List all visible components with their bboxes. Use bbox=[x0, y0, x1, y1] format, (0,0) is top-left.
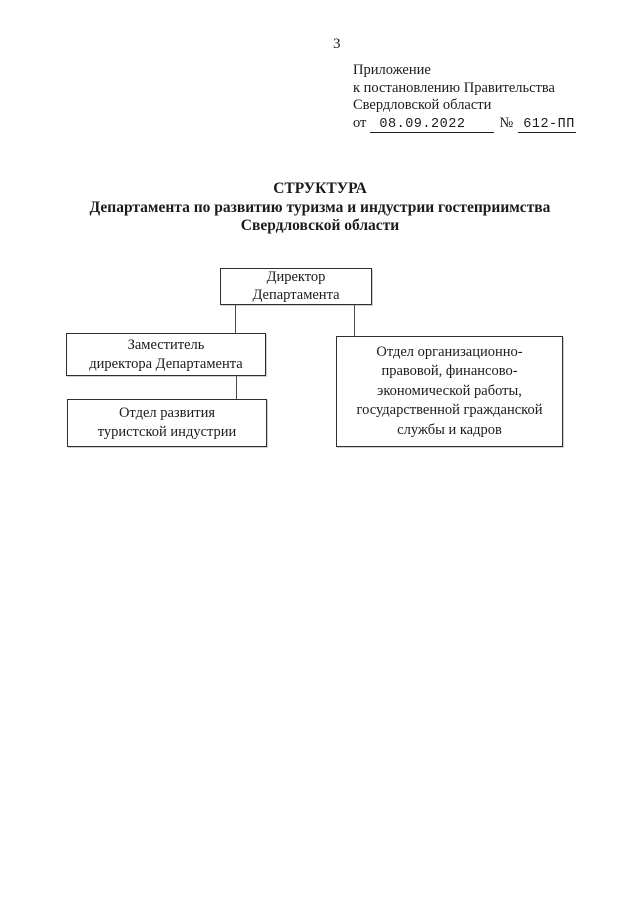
org-node-line: правовой, финансово- bbox=[381, 363, 518, 380]
org-node-director: Директор Департамента bbox=[220, 268, 372, 305]
org-node-line: Директор bbox=[266, 269, 326, 285]
org-node-tourism-industry-dept: Отдел развития туристской индустрии bbox=[67, 399, 267, 447]
org-node-line: директора Департамента bbox=[89, 355, 243, 372]
decree-number: 612-ПП bbox=[518, 117, 577, 133]
connector-director-to-org-dept bbox=[354, 305, 355, 336]
connector-deputy-to-tourism-dept bbox=[236, 376, 237, 399]
org-node-line: экономической работы, bbox=[377, 382, 522, 399]
org-node-line: туристской индустрии bbox=[97, 424, 237, 440]
org-node-line: Отдел организационно- bbox=[376, 343, 523, 360]
page-number: 3 bbox=[333, 36, 341, 52]
document-title: СТРУКТУРА Департамента по развитию туриз… bbox=[0, 180, 640, 236]
appendix-reference-block: Приложение к постановлению Правительства… bbox=[353, 62, 613, 133]
org-node-deputy-director: Заместитель директора Департамента bbox=[66, 333, 266, 376]
org-node-line: Отдел развития bbox=[118, 405, 216, 421]
org-node-line: службы и кадров bbox=[397, 421, 502, 438]
ref-prefix: от bbox=[353, 114, 367, 131]
org-chart: Директор Департамента Заместитель директ… bbox=[66, 268, 563, 447]
appendix-line: Приложение bbox=[353, 62, 431, 78]
org-node-line: государственной гражданской bbox=[356, 402, 543, 419]
title-line: Департамента по развитию туризма и индус… bbox=[89, 198, 551, 216]
org-node-line: Департамента bbox=[252, 286, 340, 303]
org-node-line: Заместитель bbox=[127, 336, 205, 353]
number-sign: № bbox=[499, 114, 514, 131]
connector-director-to-deputy bbox=[235, 305, 236, 333]
title-line: СТРУКТУРА bbox=[273, 180, 367, 197]
title-line: Свердловской области bbox=[240, 217, 400, 234]
appendix-line: Свердловской области bbox=[353, 97, 492, 113]
appendix-line: к постановлению Правительства bbox=[353, 79, 555, 96]
org-node-org-legal-finance-dept: Отдел организационно- правовой, финансов… bbox=[336, 336, 563, 447]
decree-date: 08.09.2022 bbox=[370, 117, 495, 133]
